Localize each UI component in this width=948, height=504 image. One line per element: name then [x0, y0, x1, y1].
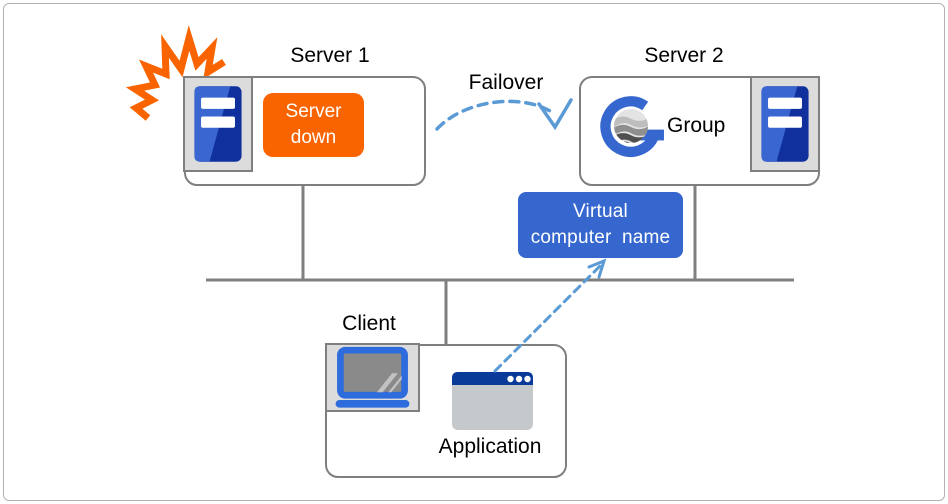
client-icon-square: [325, 343, 420, 412]
application-window: [452, 372, 533, 435]
laptop-icon: [335, 346, 410, 408]
server-down-line1: Server: [285, 101, 342, 123]
application-window-icon: [452, 372, 533, 430]
server-down-line2: down: [290, 127, 337, 148]
cluster-group-icon: [600, 96, 664, 157]
server2-title: Server 2: [644, 44, 724, 67]
crash-starburst-icon: [125, 25, 226, 121]
server1-icon-square: [183, 76, 253, 172]
server-tower-icon: [761, 86, 809, 162]
server-tower-icon: [194, 86, 242, 162]
failover-label: Failover: [468, 71, 544, 94]
client-title: Client: [342, 312, 396, 335]
application-label: Application: [438, 435, 542, 458]
group-label: Group: [667, 114, 726, 137]
server1-title: Server 1: [290, 44, 370, 67]
server2-icon-square: [750, 76, 820, 172]
virtual-name-line2: computer name: [530, 227, 671, 248]
group-logo: [597, 92, 665, 165]
virtual-name-line1: Virtual: [573, 201, 628, 223]
virtual-computer-name-badge: Virtual computer name: [518, 192, 683, 258]
server-down-badge: Server down: [263, 93, 364, 157]
